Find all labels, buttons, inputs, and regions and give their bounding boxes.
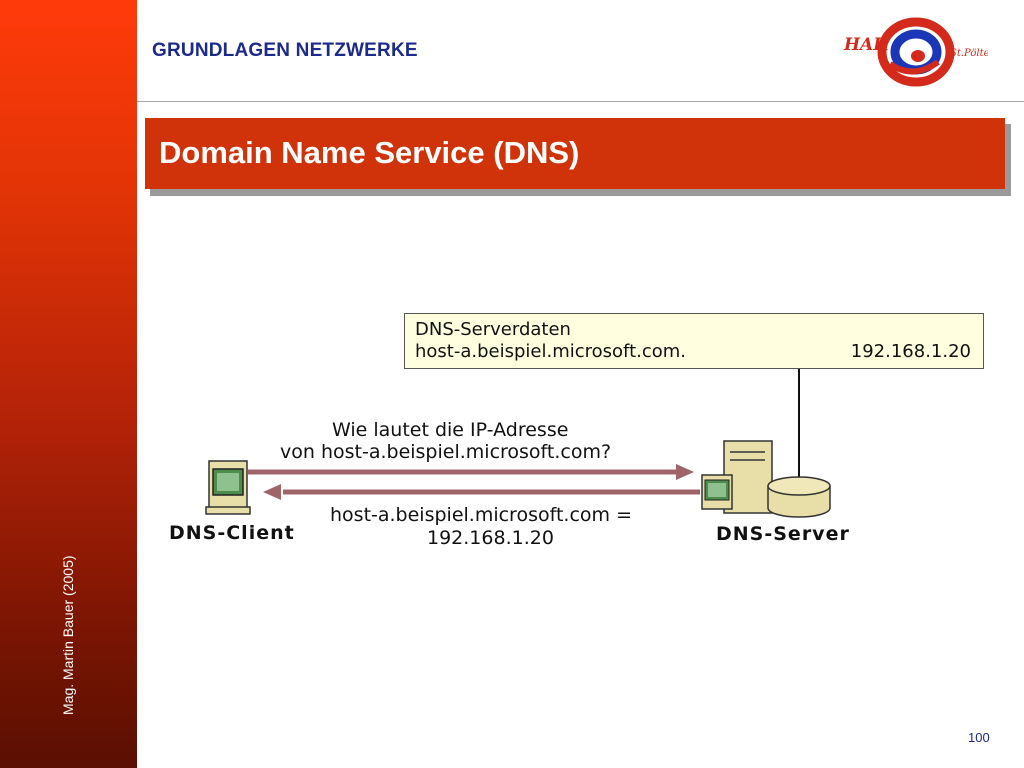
header-title: GRUNDLAGEN NETZWERKE — [152, 40, 418, 61]
response-arrow — [263, 484, 700, 500]
sidebar: Mag. Martin Bauer (2005) — [0, 0, 137, 768]
server-data-host: host-a.beispiel.microsoft.com. — [415, 341, 687, 362]
response-text-line2: 192.168.1.20 — [427, 527, 554, 549]
client-computer-icon — [205, 460, 251, 515]
server-data-title: DNS-Serverdaten — [415, 319, 571, 340]
school-logo: HAK St.Pölten — [843, 17, 988, 87]
server-data-ip: 192.168.1.20 — [850, 341, 971, 362]
database-icon — [767, 476, 831, 518]
server-tower-icon — [701, 440, 773, 514]
server-label: DNS-Server — [716, 523, 850, 545]
logo-text-left: HAK — [843, 35, 889, 55]
query-text-line1: Wie lautet die IP-Adresse — [332, 419, 569, 441]
query-arrow — [248, 464, 694, 480]
title-bar: Domain Name Service (DNS) — [145, 118, 1005, 189]
logo-text-right: St.Pölten — [950, 48, 988, 59]
slide-title: Domain Name Service (DNS) — [159, 135, 580, 170]
query-text-line2: von host-a.beispiel.microsoft.com? — [280, 441, 612, 463]
header-divider — [137, 101, 1024, 102]
client-label: DNS-Client — [169, 522, 295, 544]
server-data-box: DNS-Serverdaten host-a.beispiel.microsof… — [404, 313, 984, 369]
page-number: 100 — [968, 730, 990, 745]
response-text-line1: host-a.beispiel.microsoft.com = — [330, 504, 632, 526]
